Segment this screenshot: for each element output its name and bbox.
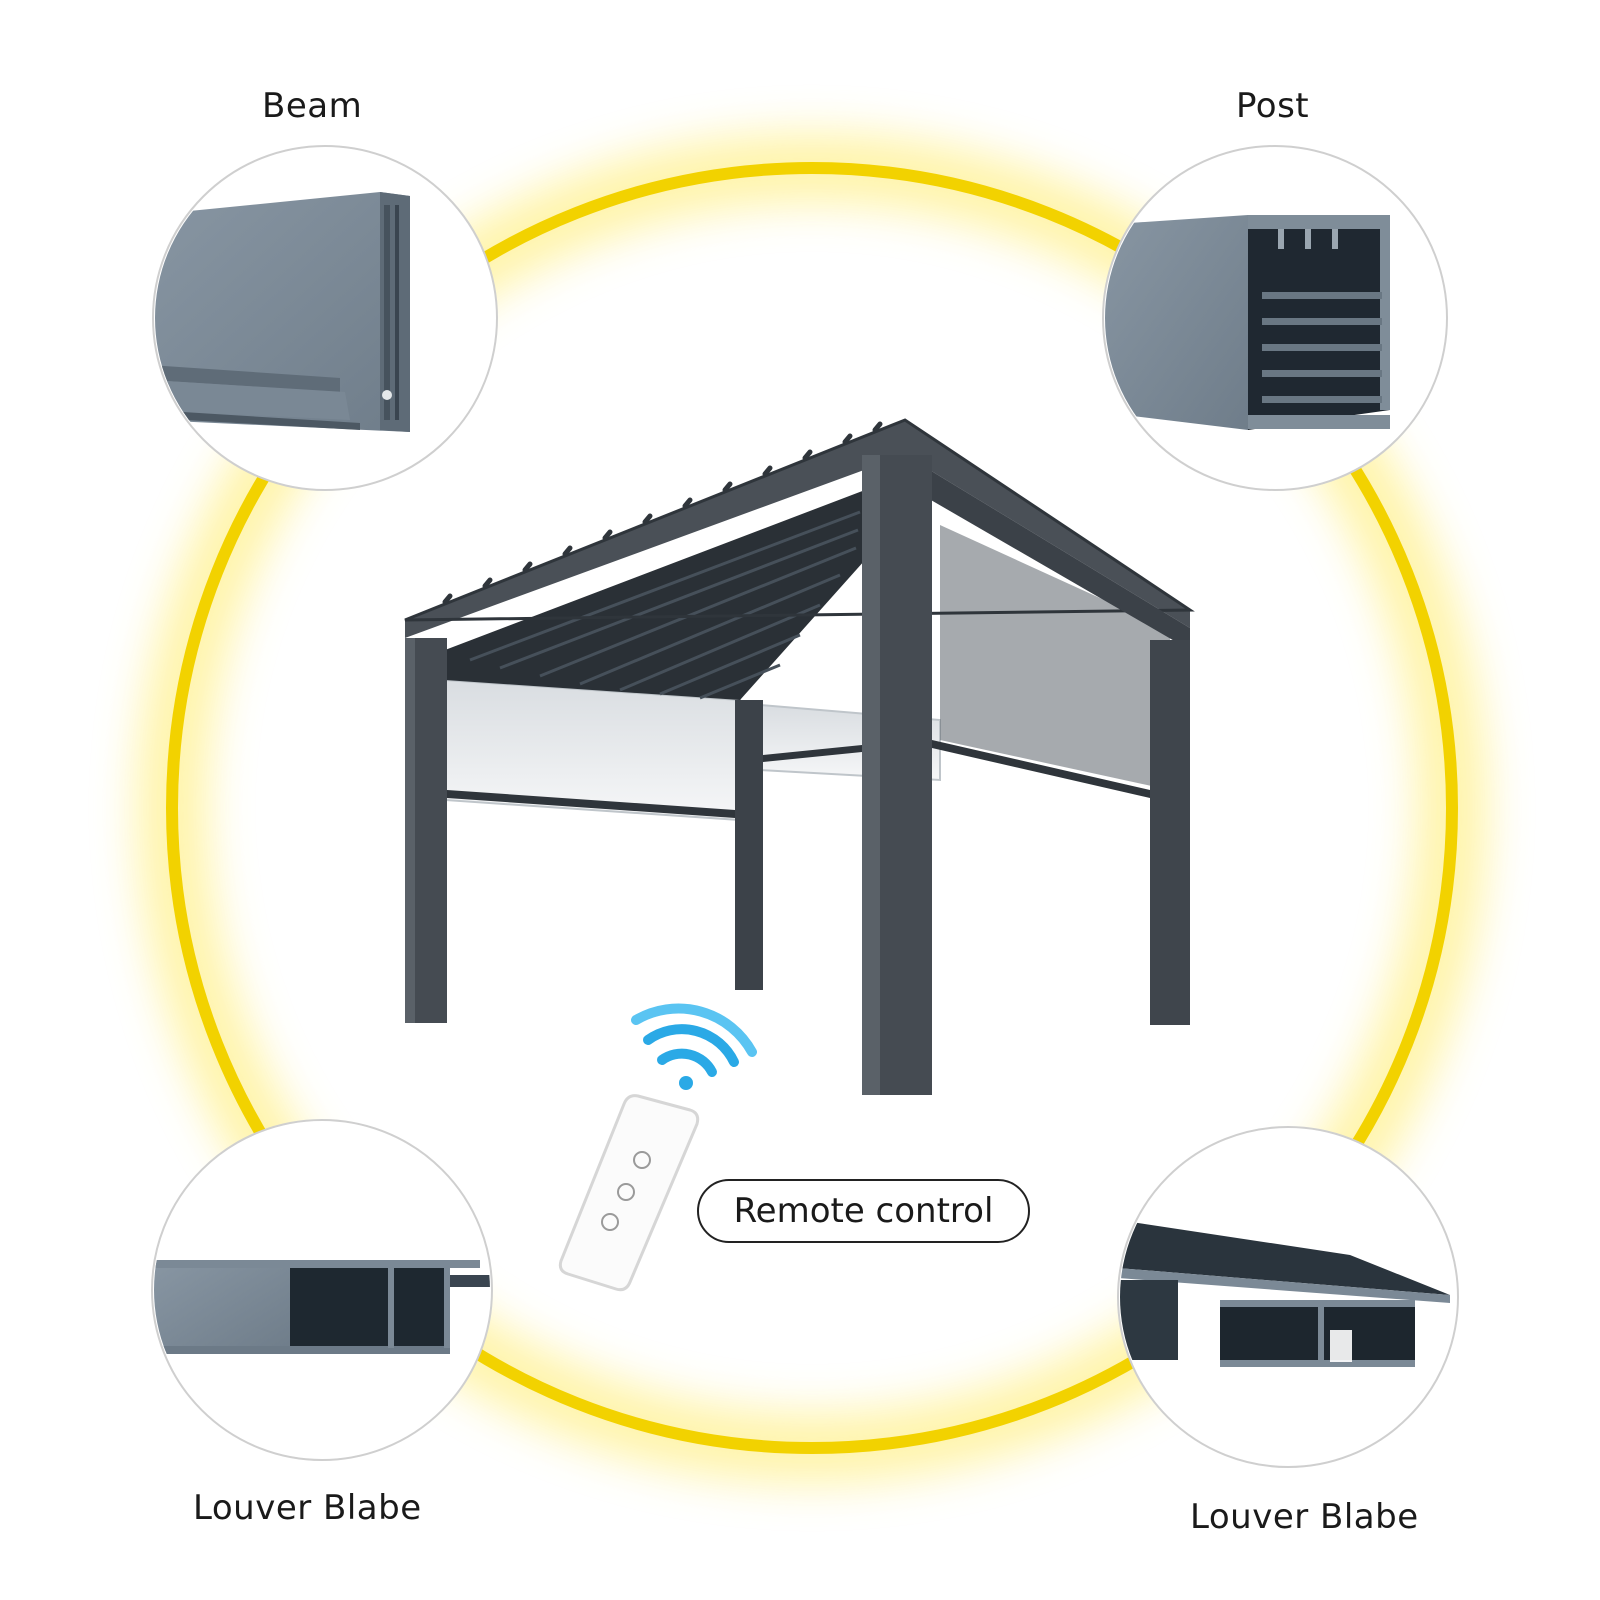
pergola-illustration [404, 418, 1195, 1095]
label-beam: Beam [262, 86, 363, 126]
remote-control-icon [558, 1094, 700, 1292]
beam-profile-detail [152, 145, 498, 491]
louver-blade-right-detail [1117, 1126, 1459, 1468]
remote-control-text: Remote control [733, 1191, 994, 1231]
wifi-signal-icon [631, 1003, 757, 1090]
post-profile-detail [1102, 145, 1448, 491]
remote-control-label: Remote control [697, 1179, 1030, 1243]
label-louver-blade-left: Louver Blabe [193, 1488, 422, 1528]
yellow-ring [137, 133, 1487, 1483]
louver-blade-left-detail [151, 1119, 493, 1461]
label-post: Post [1236, 86, 1310, 126]
label-louver-blade-right: Louver Blabe [1190, 1497, 1419, 1537]
